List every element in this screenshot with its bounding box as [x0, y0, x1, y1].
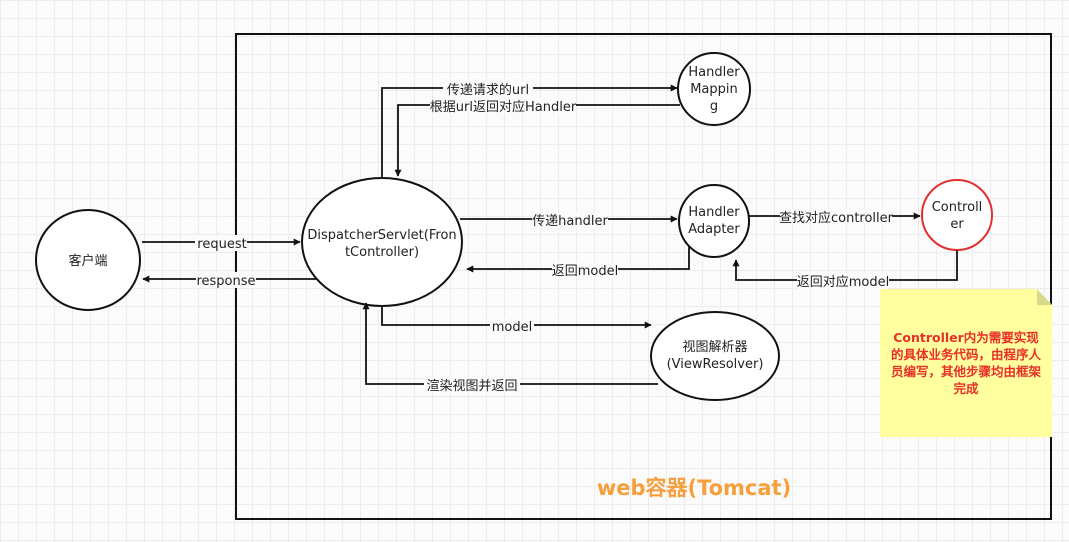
handler-adapter-label-line2: Adapter — [688, 222, 740, 237]
edge-label-controller-return-model: 返回对应model — [797, 274, 889, 290]
edge-label-request: request — [197, 237, 246, 252]
edge-label-pass-url: 传递请求的url — [447, 82, 529, 98]
handler-mapping-node[interactable]: Handler Mappin g — [677, 52, 751, 126]
edge-return-model — [466, 246, 690, 273]
edge-label-pass-handler: 传递handler — [532, 214, 608, 229]
edge-pass-url — [381, 84, 678, 178]
sticky-note-text: Controller内为需要实现的具体业务代码，由程序人员编写，其他步骤均由框架… — [890, 330, 1041, 396]
edge-label-model: model — [492, 320, 532, 335]
edge-label-return-model: 返回model — [552, 264, 618, 279]
edge-label-find-controller: 查找对应controller — [779, 210, 894, 226]
client-label: 客户端 — [68, 253, 107, 269]
edge-model — [381, 306, 652, 329]
view-resolver-label-line2: (ViewResolver) — [667, 357, 764, 372]
edge-label-return-handler: 根据url返回对应Handler — [430, 99, 577, 115]
handler-mapping-label-line1: Handler — [688, 65, 740, 80]
handler-adapter-label-line1: Handler — [688, 205, 740, 220]
view-resolver-node[interactable]: 视图解析器 (ViewResolver) — [650, 311, 780, 401]
edge-label-response: response — [196, 274, 255, 289]
edge-label-render: 渲染视图并返回 — [426, 379, 517, 394]
view-resolver-label-line1: 视图解析器 — [682, 340, 747, 355]
handler-mapping-label-line2: Mappin — [690, 82, 738, 97]
controller-node[interactable]: Controll er — [921, 179, 993, 251]
edge-return-handler — [394, 104, 680, 177]
dispatcher-label-line2: tController) — [345, 245, 419, 260]
client-node[interactable]: 客户端 — [35, 209, 141, 311]
handler-mapping-label-line3: g — [710, 99, 718, 114]
controller-label-line2: er — [950, 217, 964, 232]
dispatcher-servlet-node[interactable]: DispatcherServlet(Fron tController) — [301, 177, 463, 307]
sticky-note: Controller内为需要实现的具体业务代码，由程序人员编写，其他步骤均由框架… — [880, 289, 1052, 437]
edge-render — [362, 302, 658, 385]
controller-label-line1: Controll — [932, 200, 983, 215]
dispatcher-label-line1: DispatcherServlet(Fron — [307, 228, 456, 243]
container-label: web容器(Tomcat) — [597, 476, 791, 500]
handler-adapter-node[interactable]: Handler Adapter — [678, 184, 750, 258]
